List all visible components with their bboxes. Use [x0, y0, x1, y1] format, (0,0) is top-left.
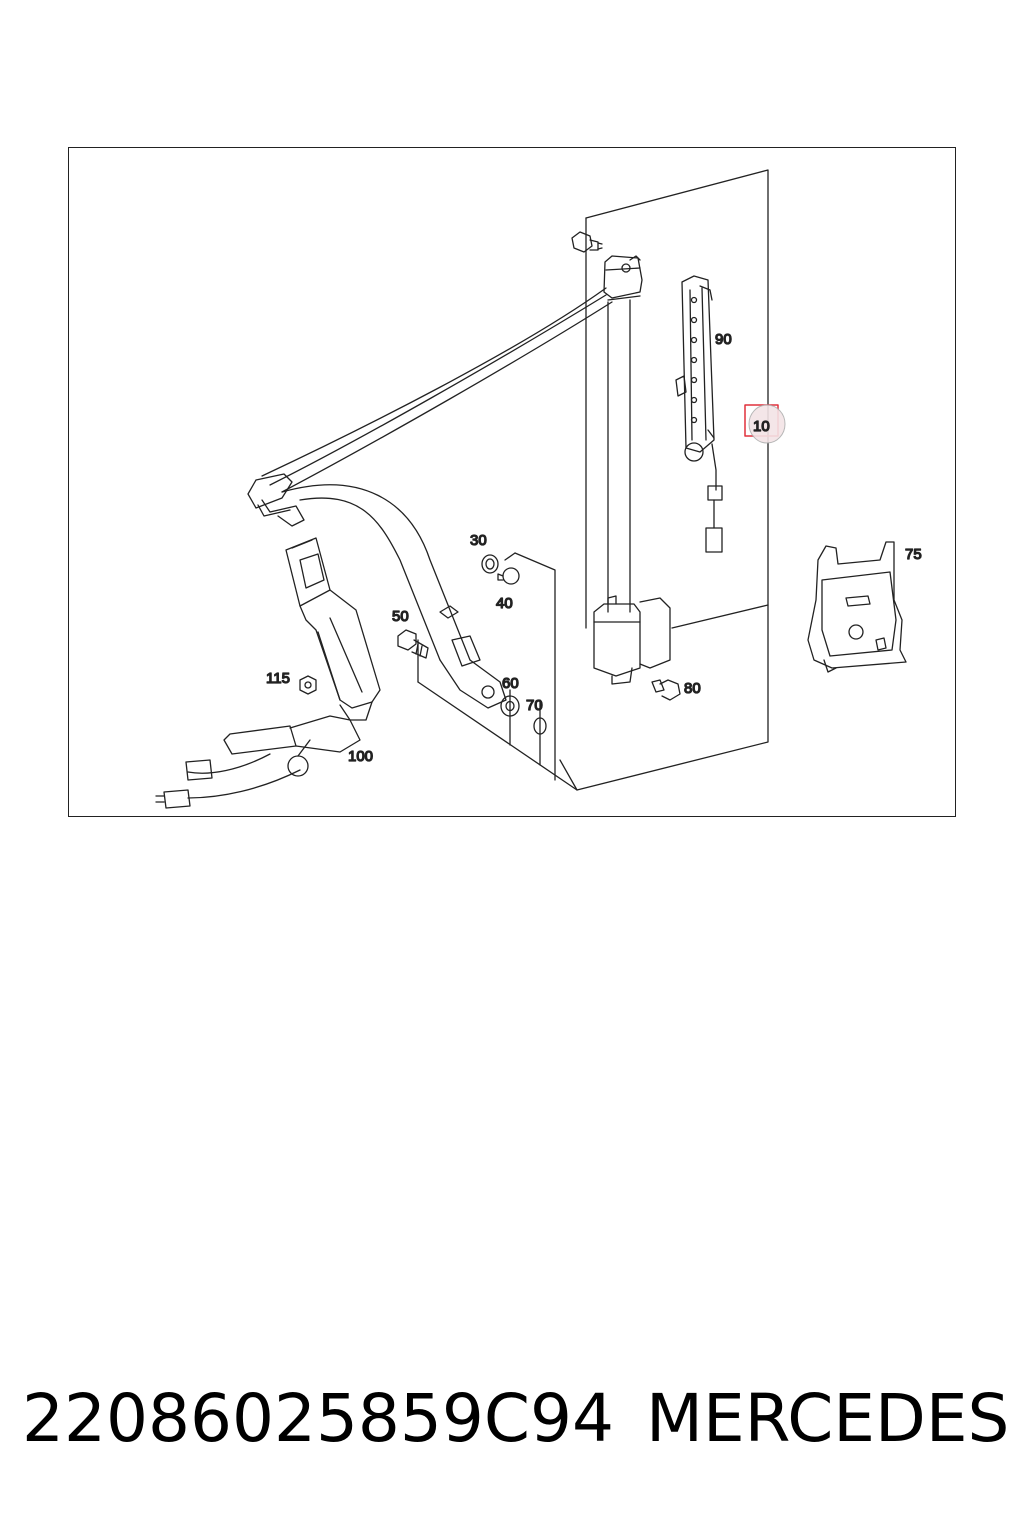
top-anchor-bolt	[571, 231, 603, 253]
brand-name: MERCEDES	[646, 1380, 1010, 1457]
seat-belt-parts-diagram: 10 30 40 50 60 70 75 80 90 100 115	[155, 169, 922, 809]
callout-40-label: 40	[496, 595, 513, 612]
diagram-frame	[68, 147, 956, 817]
caption: 22086025859C94 MERCEDES	[0, 1380, 1024, 1470]
screw-40	[497, 567, 520, 585]
callout-100-label: 100	[348, 748, 373, 765]
callout-60-label: 60	[502, 675, 519, 692]
spacer-70	[533, 717, 547, 735]
latch-plate	[247, 473, 305, 527]
height-adjuster-rail	[675, 275, 723, 553]
belt-webbing	[261, 287, 631, 613]
buckle-assembly	[285, 537, 381, 721]
bolt-50	[397, 629, 429, 659]
callout-75-label: 75	[905, 546, 922, 563]
upper-belt-guide	[603, 255, 643, 301]
callout-50-label: 50	[392, 608, 409, 625]
callout-80-label: 80	[684, 680, 701, 697]
callout-115-label: 115	[266, 670, 290, 687]
callout-10[interactable]: 10	[744, 404, 786, 444]
bolt-80	[651, 679, 681, 701]
pretensioner-wiring	[155, 715, 361, 809]
callout-70-label: 70	[526, 697, 543, 714]
nut-115	[299, 675, 317, 695]
callout-30-label: 30	[470, 532, 487, 549]
b-pillar-panel	[417, 169, 769, 791]
callout-90-label: 90	[715, 331, 732, 348]
retractor	[593, 595, 671, 685]
lower-belt-strap	[281, 484, 507, 709]
bracket-75	[807, 541, 907, 673]
callout-10-label: 10	[753, 418, 770, 435]
washer-60	[500, 695, 520, 717]
washer-30	[481, 554, 499, 574]
part-number: 22086025859C94	[22, 1380, 614, 1457]
